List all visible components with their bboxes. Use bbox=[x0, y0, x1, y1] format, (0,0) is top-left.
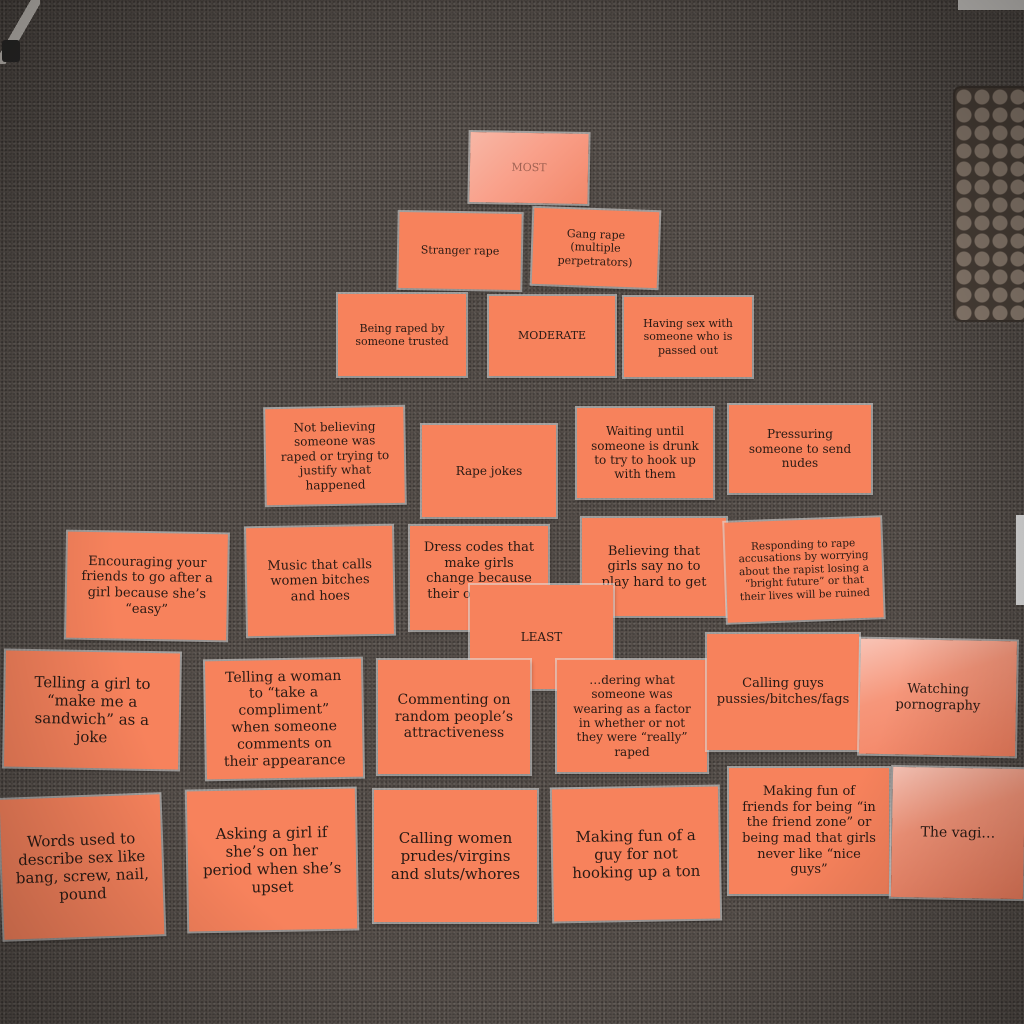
card-the-vagina: The vagi… bbox=[890, 766, 1024, 900]
card-sex-passed-out: Having sex with someone who is passed ou… bbox=[624, 297, 752, 377]
card-stranger-rape: Stranger rape bbox=[398, 211, 522, 291]
card-responding-accusations: Responding to rape accusations by worryi… bbox=[724, 517, 884, 623]
card-not-believing: Not believing someone was raped or tryin… bbox=[265, 406, 405, 506]
card-making-fun-guy: Making fun of a guy for not hooking up a… bbox=[551, 786, 721, 922]
card-words-sex: Words used to describe sex like bang, sc… bbox=[0, 794, 165, 940]
card-moderate: MODERATE bbox=[489, 296, 615, 376]
card-calling-guys: Calling guys pussies/bitches/fags bbox=[707, 634, 859, 750]
card-commenting-attractiveness: Commenting on random people’s attractive… bbox=[378, 660, 530, 774]
wall-edge bbox=[1016, 515, 1024, 605]
doormat bbox=[955, 88, 1024, 320]
wall-baseboard bbox=[958, 0, 1024, 10]
chair-leg bbox=[0, 0, 40, 64]
card-what-wearing: …dering what someone was wearing as a fa… bbox=[557, 660, 707, 772]
card-calling-women: Calling women prudes/virgins and sluts/w… bbox=[374, 790, 537, 922]
card-make-me-sandwich: Telling a girl to “make me a sandwich” a… bbox=[4, 650, 180, 770]
card-friend-zone: Making fun of friends for being “in the … bbox=[729, 768, 889, 894]
card-pressuring-nudes: Pressuring someone to send nudes bbox=[729, 405, 871, 493]
card-watching-porn: Watching pornography bbox=[859, 638, 1017, 757]
card-encouraging-friends: Encouraging your friends to go after a g… bbox=[66, 531, 228, 641]
card-take-compliment: Telling a woman to “take a compliment” w… bbox=[204, 658, 364, 780]
card-gang-rape: Gang rape (multiple perpetrators) bbox=[531, 207, 660, 289]
card-waiting-drunk: Waiting until someone is drunk to try to… bbox=[577, 408, 713, 498]
chair-foot bbox=[2, 40, 20, 62]
card-asking-period: Asking a girl if she’s on her period whe… bbox=[186, 788, 358, 932]
card-rape-jokes: Rape jokes bbox=[422, 425, 556, 517]
card-raped-by-trusted: Being raped by someone trusted bbox=[338, 294, 466, 376]
card-music: Music that calls women bitches and hoes bbox=[246, 525, 394, 637]
card-most: MOST bbox=[469, 131, 589, 205]
card-believing-girls: Believing that girls say no to play hard… bbox=[582, 518, 726, 616]
